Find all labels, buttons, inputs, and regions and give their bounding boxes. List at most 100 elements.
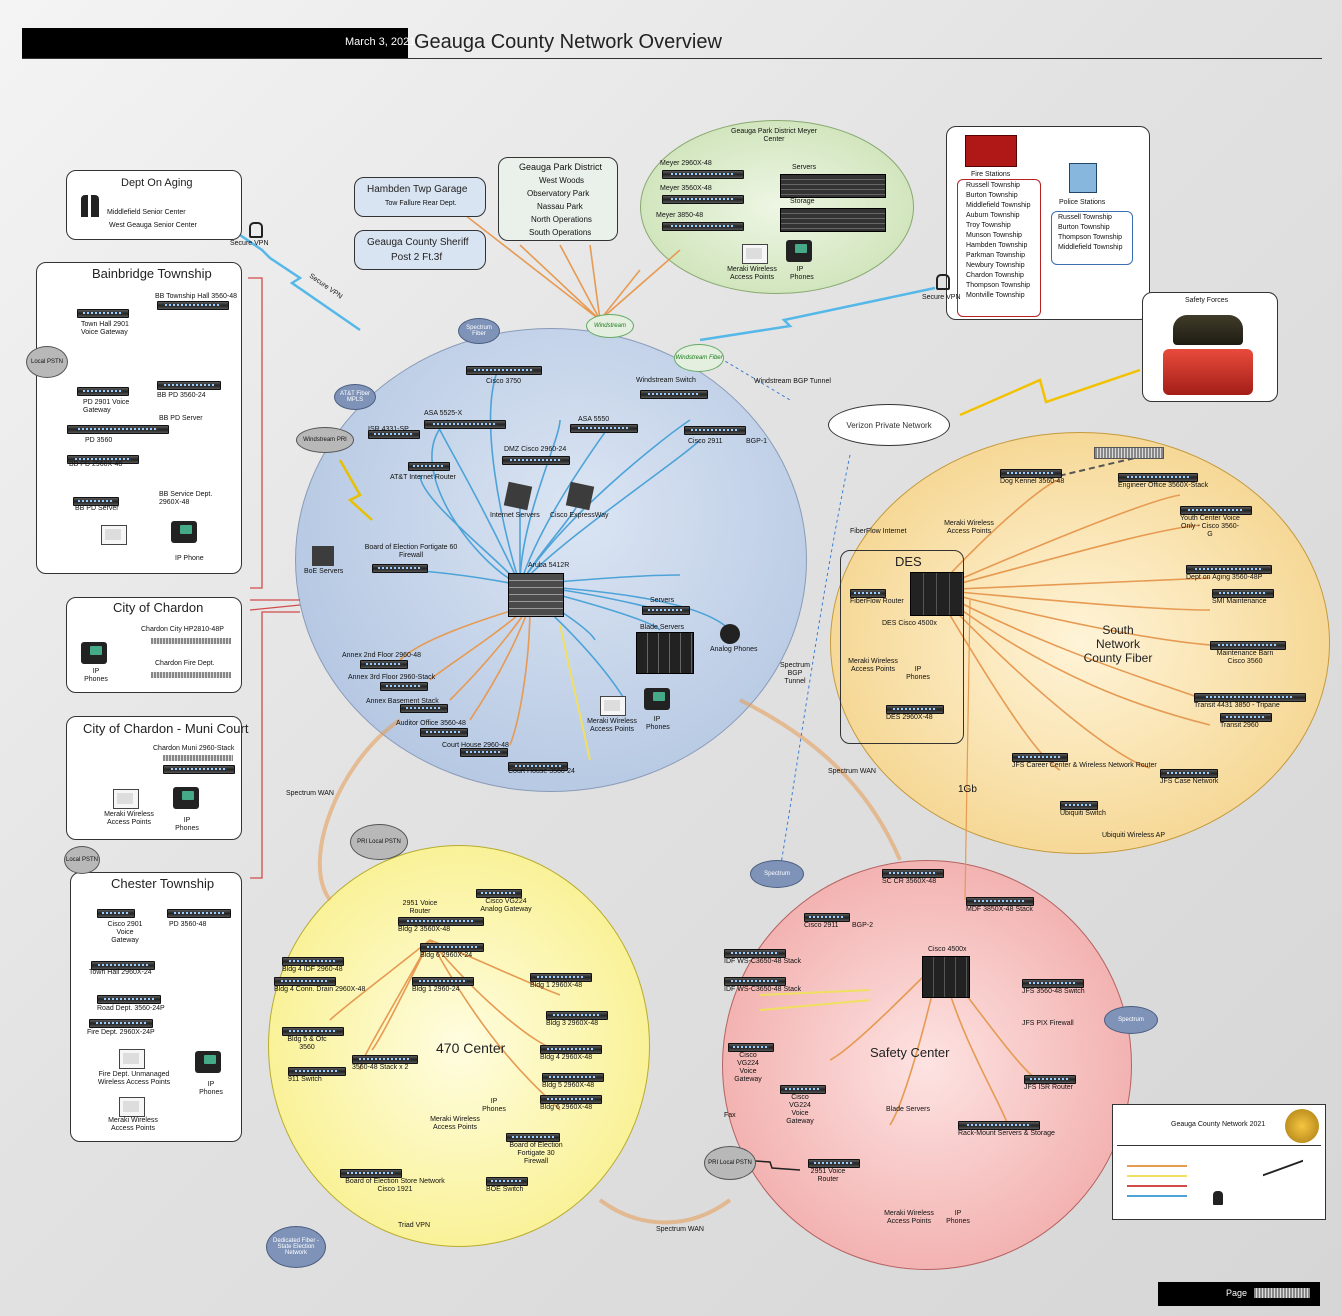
pri-label: PRI Local PSTN bbox=[357, 839, 401, 845]
device bbox=[542, 1073, 604, 1082]
county-seal-icon bbox=[1285, 1109, 1319, 1143]
meyer-ap: Meraki Wireless Access Points bbox=[727, 266, 777, 282]
device bbox=[1000, 469, 1062, 478]
center470-item: Bldg 5 2960X-48 bbox=[542, 1082, 595, 1089]
verizon-label: Verizon Private Network bbox=[846, 420, 932, 430]
spectrum-cloud-1: Spectrum bbox=[750, 860, 804, 888]
fire-station-item: Montville Township bbox=[966, 292, 1025, 299]
spectrum-wan-3: Spectrum WAN bbox=[656, 1226, 704, 1233]
device bbox=[486, 1177, 528, 1186]
att-cloud: AT&T Fiber MPLS bbox=[334, 384, 376, 410]
device bbox=[408, 462, 450, 471]
bainbridge-item-5: BB PD Server bbox=[159, 415, 203, 422]
device bbox=[91, 961, 155, 970]
core-label-23: Court House 3560-24 bbox=[508, 768, 575, 775]
verizon-cloud: Verizon Private Network bbox=[828, 404, 950, 446]
fire-station-item: Newbury Township bbox=[966, 262, 1025, 269]
page-title: Geauga County Network Overview bbox=[414, 31, 722, 53]
safety-center-item: IDF WS-C3650-48 Stack bbox=[724, 986, 802, 993]
access-point-icon bbox=[119, 1049, 145, 1069]
fire-station-item: Hambden Township bbox=[966, 242, 1028, 249]
center470-item: 911 Switch bbox=[288, 1076, 322, 1083]
device bbox=[662, 170, 744, 179]
spectrum-wan-1: Spectrum WAN bbox=[286, 790, 334, 797]
spectrum-cloud-2: Spectrum bbox=[1104, 1006, 1158, 1034]
core-label-13: BoE Servers bbox=[304, 568, 344, 575]
device bbox=[1094, 447, 1164, 459]
legend-title: Geauga County Network 2021 bbox=[1171, 1121, 1266, 1128]
center470-item: Board of Election Fortigate 30 Firewall bbox=[509, 1142, 563, 1166]
chardon-city-item-1: Chardon City HP2810-48P bbox=[141, 626, 224, 633]
device bbox=[89, 1019, 153, 1028]
state-election-cloud: Dedicated Fiber - State Election Network bbox=[266, 1226, 326, 1268]
access-point-icon bbox=[101, 525, 127, 545]
blade-server-icon bbox=[636, 632, 694, 674]
safety-forces-title: Safety Forces bbox=[1185, 297, 1229, 304]
lock-icon bbox=[249, 222, 263, 238]
state-election-label: Dedicated Fiber - State Election Network bbox=[272, 1238, 320, 1256]
park-district-item-1: West Woods bbox=[539, 176, 585, 185]
safety-forces-box: Safety Forces bbox=[1142, 292, 1278, 402]
bainbridge-item-9: BB Service Dept. 2960X-48 bbox=[159, 491, 213, 507]
bainbridge-item-2: Town Hall 2901 Voice Gateway bbox=[81, 321, 129, 337]
center470-item: IP Phones bbox=[482, 1098, 506, 1114]
south-item: Meraki Wireless Access Points bbox=[848, 658, 898, 674]
safety-center-item: JFS 3560-48 Switch bbox=[1022, 988, 1085, 995]
center470-item: Cisco VG224 Analog Gateway bbox=[480, 898, 532, 914]
legend-line-yellow bbox=[1127, 1175, 1187, 1177]
device bbox=[67, 455, 139, 464]
des-switch bbox=[910, 572, 964, 616]
south-item: Ubiquiti Switch bbox=[1060, 810, 1106, 817]
safety-center-item: Fax bbox=[724, 1112, 736, 1119]
fire-station-item: Burton Township bbox=[966, 192, 1018, 199]
lock-icon bbox=[936, 274, 950, 290]
fire-title: Fire Stations bbox=[971, 171, 1011, 178]
device bbox=[97, 995, 161, 1004]
device bbox=[530, 973, 592, 982]
muni-court-box: City of Chardon - Muni Court Chardon Mun… bbox=[66, 716, 248, 840]
south-item: JFS Case Network bbox=[1160, 778, 1219, 785]
device bbox=[1012, 753, 1068, 762]
fire-station-item: Troy Township bbox=[966, 222, 1011, 229]
fire-station-item: Munson Township bbox=[966, 232, 1022, 239]
device bbox=[282, 1027, 344, 1036]
core-label-1: Cisco 3750 bbox=[486, 378, 522, 385]
core-label-21: Auditor Office 3560-48 bbox=[396, 720, 466, 727]
chester-item-3: Town Hall 2960X-24 bbox=[89, 969, 152, 976]
safety-center-item: Cisco VG224 Voice Gateway bbox=[734, 1052, 762, 1084]
police-station-item: Russell Township bbox=[1058, 214, 1112, 221]
center470-item: 2951 Voice Router bbox=[402, 900, 438, 916]
device bbox=[67, 425, 169, 434]
south-item: Ubiquiti Wireless AP bbox=[1102, 832, 1166, 839]
meyer-servers: Servers bbox=[792, 164, 817, 171]
safety-center-item: Blade Servers bbox=[886, 1106, 930, 1113]
device bbox=[460, 748, 508, 757]
core-label-14: Aruba 5412R bbox=[528, 562, 570, 569]
lightning-icon bbox=[1263, 1159, 1303, 1193]
center470-item: Bldg 4 Conn. Drain 2960X-48 bbox=[274, 986, 366, 993]
device bbox=[1212, 589, 1274, 598]
core-label-17: Analog Phones bbox=[710, 646, 758, 653]
dept-aging-title: Dept On Aging bbox=[121, 177, 193, 189]
center470-item: Triad VPN bbox=[398, 1222, 431, 1229]
local-pstn-cloud: Local PSTN bbox=[64, 846, 100, 874]
fire-station-item: Auburn Township bbox=[966, 212, 1020, 219]
device bbox=[151, 672, 231, 678]
police-station-item: Burton Township bbox=[1058, 224, 1110, 231]
device bbox=[540, 1095, 602, 1104]
fire-truck-icon bbox=[1163, 349, 1253, 395]
bainbridge-item-3: PD 2901 Voice Gateway bbox=[83, 399, 130, 415]
sheriff-box: Geauga County Sheriff Post 2 Ft.3f bbox=[354, 230, 486, 270]
center470-title: 470 Center bbox=[436, 1040, 506, 1056]
access-point-icon bbox=[600, 696, 626, 716]
south-item: FiberFlow Router bbox=[850, 598, 904, 605]
south-item: DES 2960X-48 bbox=[886, 714, 933, 721]
meyer-phone: IP Phones bbox=[790, 266, 814, 282]
meyer-switch-2: Meyer 3560X-48 bbox=[660, 185, 712, 192]
muni-court-item-2: Meraki Wireless Access Points bbox=[104, 811, 154, 827]
core-label-4: DMZ Cisco 2960-24 bbox=[504, 446, 567, 453]
center470-item: Bldg 4 IDF 2960-48 bbox=[282, 966, 343, 973]
south-item: Dog Kennel 3560-48 bbox=[1000, 478, 1065, 485]
south-item: Meraki Wireless Access Points bbox=[944, 520, 994, 536]
center470-item: Board of Election Store Network Cisco 19… bbox=[345, 1178, 445, 1194]
